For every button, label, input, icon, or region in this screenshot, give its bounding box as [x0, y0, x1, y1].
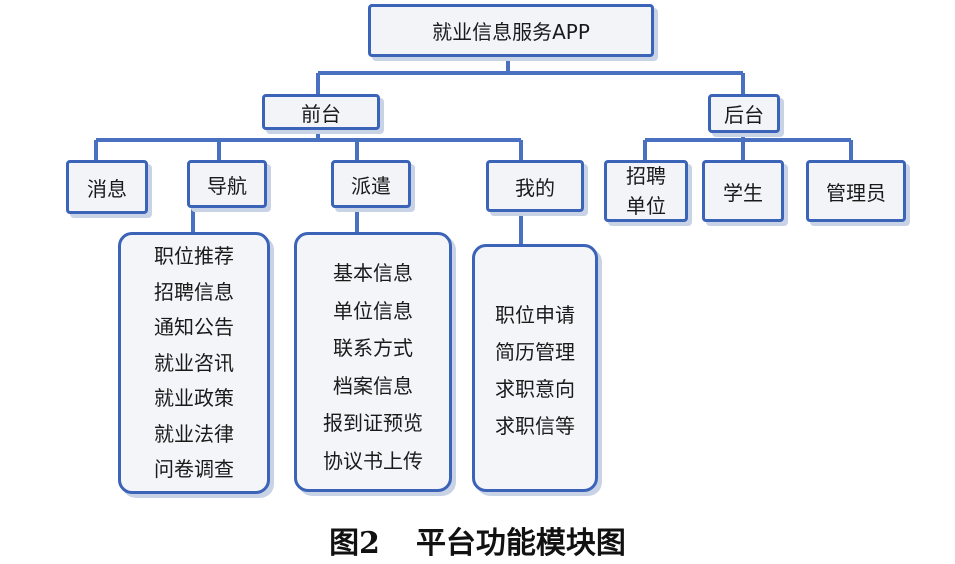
list-item: 就业法律	[154, 421, 234, 446]
list-item: 招聘信息	[154, 279, 234, 304]
list-item: 求职意向	[495, 377, 575, 401]
figure-caption: 图2 平台功能模块图	[0, 518, 955, 562]
list-item: 就业咨讯	[154, 350, 234, 375]
module-navigation-label: 导航	[207, 173, 247, 198]
list-item: 联系方式	[333, 336, 413, 360]
module-mine: 我的	[486, 160, 584, 212]
module-student-label: 学生	[723, 180, 763, 205]
figure-title: 平台功能模块图	[415, 526, 626, 561]
list-item: 求职信等	[495, 414, 575, 438]
list-item: 问卷调查	[154, 457, 234, 481]
list-item: 职位申请	[495, 303, 575, 327]
list-item: 通知公告	[154, 315, 234, 339]
root-label: 就业信息服务APP	[432, 20, 590, 44]
list-item: 基本信息	[333, 261, 413, 285]
list-item: 职位推荐	[154, 244, 234, 268]
module-admin: 管理员	[806, 160, 906, 222]
module-student: 学生	[702, 160, 784, 222]
module-recruiter-line1: 招聘	[626, 164, 666, 188]
module-dispatch-label: 派遣	[351, 173, 391, 198]
list-item: 就业政策	[154, 386, 234, 410]
list-item: 协议书上传	[323, 448, 423, 473]
frontend-node: 前台	[262, 94, 380, 130]
root-node: 就业信息服务APP	[368, 4, 654, 57]
backend-label: 后台	[724, 103, 764, 127]
mine-items-box: 职位申请 简历管理 求职意向 求职信等	[472, 244, 598, 492]
module-mine-label: 我的	[515, 175, 555, 200]
backend-node: 后台	[708, 94, 780, 133]
list-item: 单位信息	[333, 298, 413, 323]
nav-items-box: 职位推荐 招聘信息 通知公告 就业咨讯 就业政策 就业法律 问卷调查	[118, 232, 270, 494]
module-recruiter-line2: 单位	[626, 194, 666, 218]
list-item: 档案信息	[333, 373, 413, 398]
module-dispatch: 派遣	[331, 160, 411, 208]
list-item: 报到证预览	[323, 411, 423, 435]
module-messages: 消息	[66, 160, 148, 214]
module-recruiter: 招聘 单位	[604, 160, 688, 222]
module-admin-label: 管理员	[826, 180, 886, 205]
frontend-label: 前台	[301, 101, 341, 126]
module-messages-label: 消息	[87, 176, 127, 201]
figure-number: 图2	[329, 526, 380, 561]
list-item: 简历管理	[495, 340, 575, 364]
dispatch-items-box: 基本信息 单位信息 联系方式 档案信息 报到证预览 协议书上传	[294, 232, 452, 492]
module-navigation: 导航	[187, 160, 267, 208]
